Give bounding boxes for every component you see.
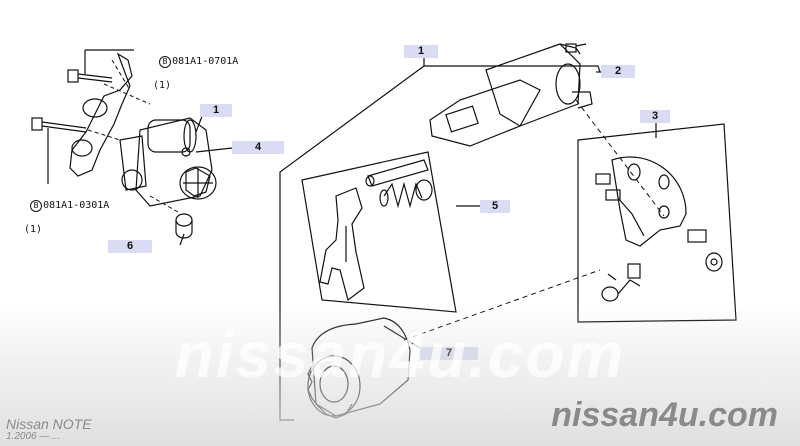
- callout-3[interactable]: 3: [640, 110, 670, 123]
- part-ref-lower-code: 081A1-0301A: [43, 200, 110, 211]
- bolt-upper-drawing: [67, 69, 113, 83]
- callout-6[interactable]: 6: [108, 240, 152, 253]
- solenoid-switch-drawing: [429, 43, 606, 147]
- callout-4[interactable]: 4: [232, 141, 284, 154]
- bottom-fade: [0, 300, 800, 446]
- part-ref-upper-code: 081A1-0701A: [172, 56, 239, 67]
- part-ref-upper-qty: (1): [153, 80, 172, 91]
- model-name: Nissan NOTE: [6, 416, 92, 432]
- brush-holder-box: [577, 110, 737, 323]
- cap-6-drawing: [175, 213, 193, 239]
- part-ref-lower-qty: (1): [24, 224, 43, 235]
- starter-assembly-drawing: [31, 49, 233, 246]
- bolt-symbol-icon: B: [30, 200, 43, 212]
- model-period: 1.2006 — ...: [6, 431, 61, 442]
- watermark-corner: nissan4u.com: [551, 396, 778, 434]
- callout-5[interactable]: 5: [480, 200, 510, 213]
- bolt-lower-drawing: [31, 117, 87, 133]
- callout-1-starter[interactable]: 1: [200, 104, 232, 117]
- callout-2[interactable]: 2: [601, 65, 635, 78]
- lever-kit-box: [301, 151, 480, 313]
- bolt-symbol-icon: B: [159, 56, 172, 68]
- watermark-center: nissan4u.com: [174, 319, 626, 391]
- callout-1-top[interactable]: 1: [404, 45, 438, 58]
